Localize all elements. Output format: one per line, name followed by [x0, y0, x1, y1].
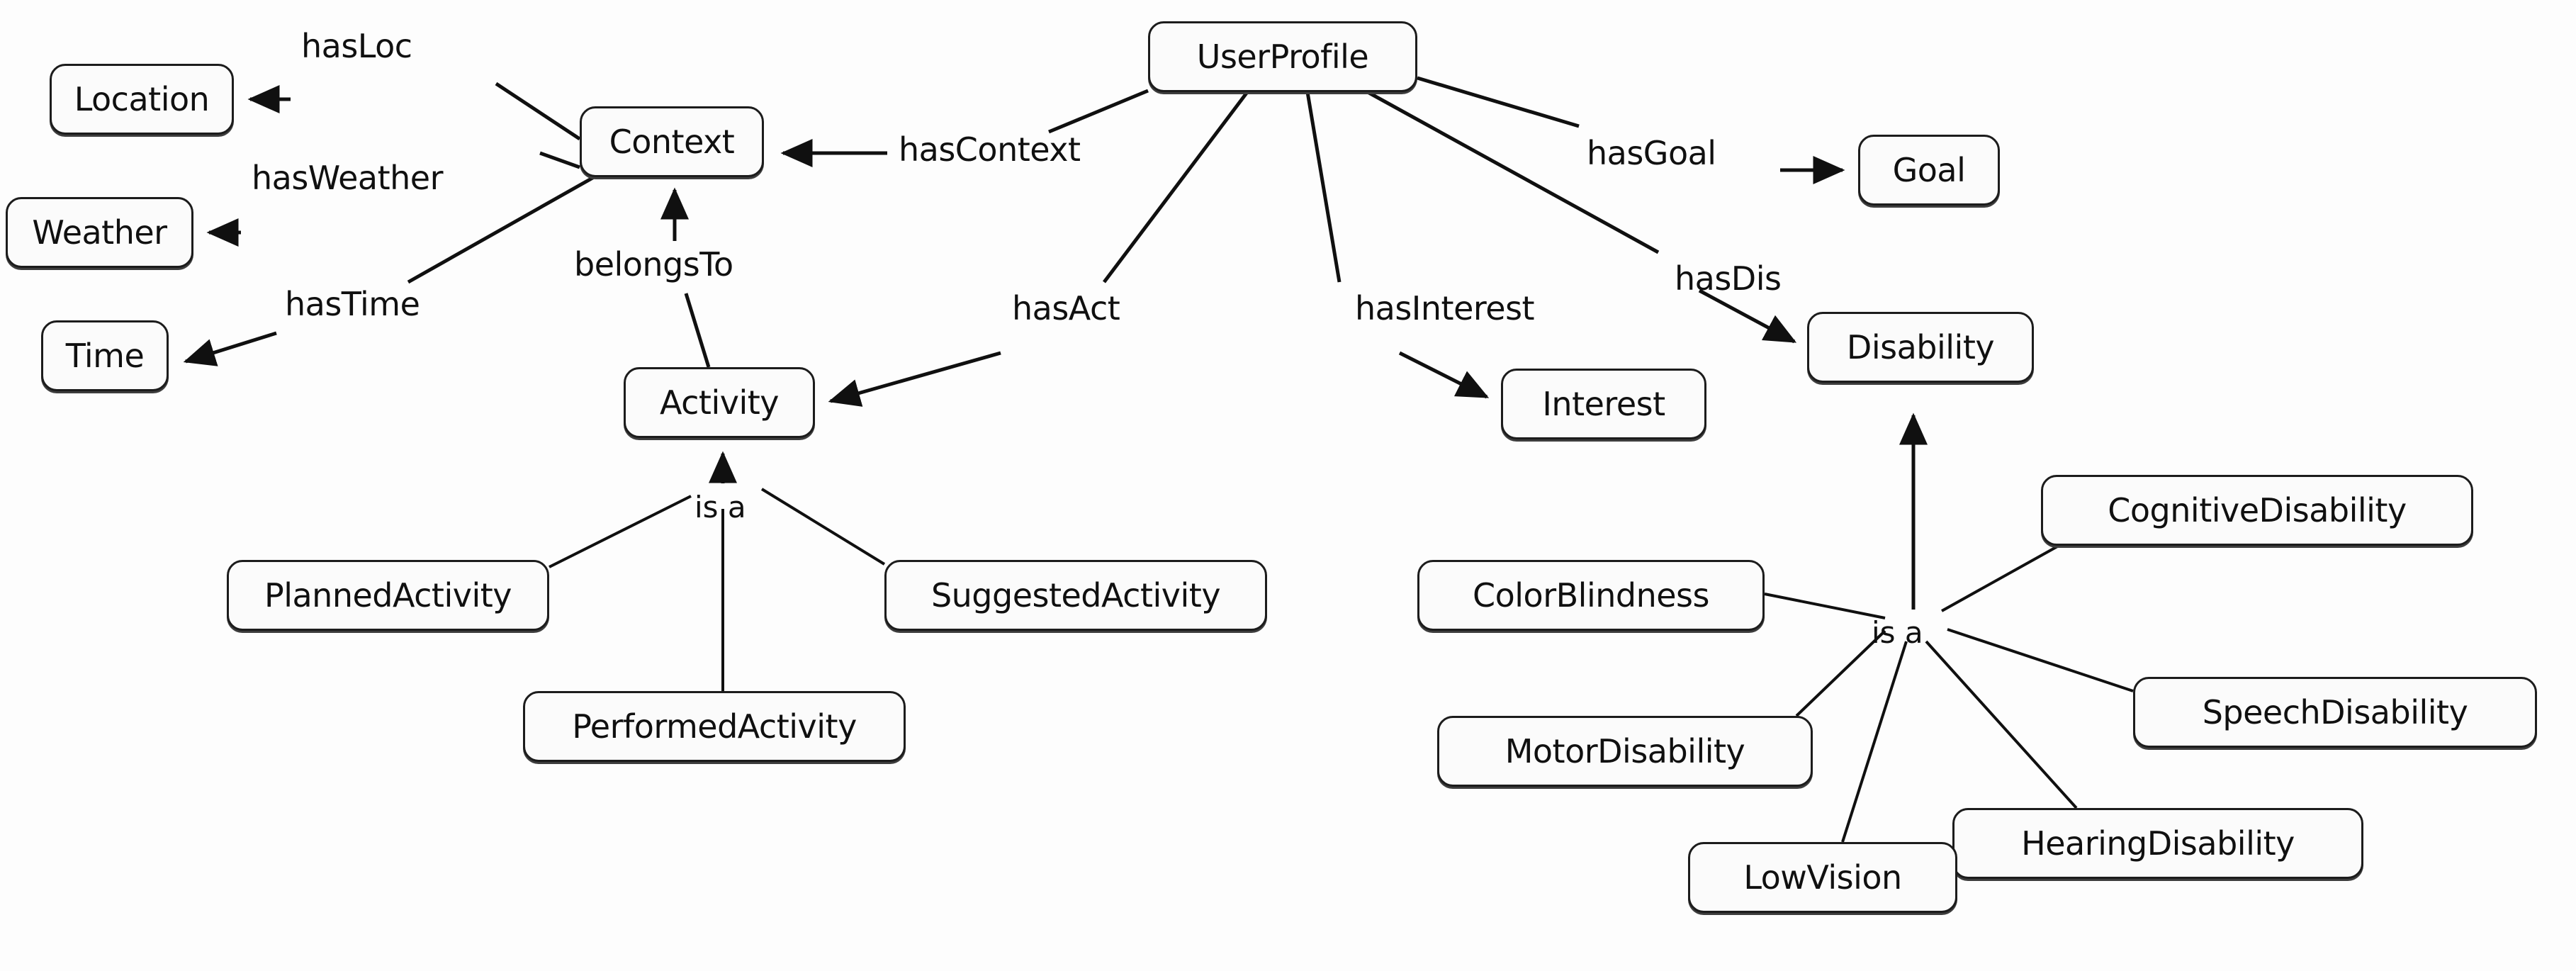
- node-label: ColorBlindness: [1473, 576, 1709, 614]
- node-context[interactable]: Context: [580, 106, 764, 177]
- node-label: SpeechDisability: [2202, 693, 2468, 731]
- node-userprofile[interactable]: UserProfile: [1148, 21, 1417, 92]
- edge-hascontext: [780, 89, 1149, 167]
- node-suggestedactivity[interactable]: SuggestedActivity: [884, 560, 1267, 631]
- node-label: PerformedActivity: [572, 707, 857, 746]
- edge-hastime: [183, 175, 595, 366]
- edge-belongsto: [660, 187, 711, 368]
- node-label: HearingDisability: [2021, 824, 2295, 863]
- edge-label-hascontext: hasContext: [899, 130, 1081, 169]
- node-label: SuggestedActivity: [930, 576, 1221, 614]
- edge-hasdis: [1366, 90, 1797, 344]
- node-cognitivedisability[interactable]: CognitiveDisability: [2041, 475, 2473, 546]
- node-lowvision[interactable]: LowVision: [1688, 842, 1957, 913]
- edge-label-hasact: hasAct: [1012, 289, 1120, 327]
- edge-hasweather: [206, 151, 580, 247]
- node-label: Interest: [1542, 385, 1665, 423]
- node-label: Location: [74, 80, 210, 118]
- node-motordisability[interactable]: MotorDisability: [1437, 716, 1813, 787]
- node-label: MotorDisability: [1504, 732, 1745, 770]
- isa-activity-edges: [549, 451, 886, 691]
- node-speechdisability[interactable]: SpeechDisability: [2133, 677, 2537, 748]
- node-label: UserProfile: [1196, 38, 1369, 76]
- node-label: CognitiveDisability: [2108, 491, 2407, 529]
- node-label: Goal: [1892, 151, 1966, 189]
- edge-label-hasgoal: hasGoal: [1587, 134, 1716, 172]
- edge-hasgoal: [1417, 76, 1845, 184]
- edge-label-hasweather: hasWeather: [252, 159, 444, 197]
- node-label: Time: [65, 337, 145, 375]
- edge-hasinterest: [1305, 91, 1490, 399]
- edge-label-hasinterest: hasInterest: [1355, 289, 1535, 327]
- node-performedactivity[interactable]: PerformedActivity: [523, 691, 906, 762]
- node-colorblindness[interactable]: ColorBlindness: [1417, 560, 1765, 631]
- node-location[interactable]: Location: [50, 64, 234, 135]
- node-activity[interactable]: Activity: [624, 367, 815, 438]
- edge-label-hastime: hasTime: [285, 285, 420, 323]
- edge-label-hasloc: hasLoc: [301, 27, 412, 65]
- node-interest[interactable]: Interest: [1501, 369, 1706, 439]
- node-label: Context: [609, 123, 735, 161]
- node-weather[interactable]: Weather: [6, 197, 193, 268]
- isa-disability-edges: [1764, 412, 2134, 843]
- node-plannedactivity[interactable]: PlannedActivity: [227, 560, 549, 631]
- node-time[interactable]: Time: [41, 320, 169, 391]
- edge-hasloc: [247, 82, 581, 141]
- node-disability[interactable]: Disability: [1807, 312, 2034, 383]
- node-hearingdisability[interactable]: HearingDisability: [1952, 808, 2363, 879]
- edge-label-belongsto: belongsTo: [574, 245, 733, 284]
- node-label: Activity: [659, 383, 780, 422]
- edge-label-hasdis: hasDis: [1675, 259, 1782, 298]
- node-goal[interactable]: Goal: [1858, 135, 2000, 206]
- node-label: Disability: [1846, 328, 1995, 366]
- isa-label-disability: is a: [1872, 615, 1923, 650]
- isa-label-activity: is a: [694, 490, 746, 524]
- edge-hasact: [828, 91, 1249, 407]
- node-label: LowVision: [1743, 858, 1902, 897]
- node-label: PlannedActivity: [264, 576, 512, 614]
- node-label: Weather: [32, 213, 167, 252]
